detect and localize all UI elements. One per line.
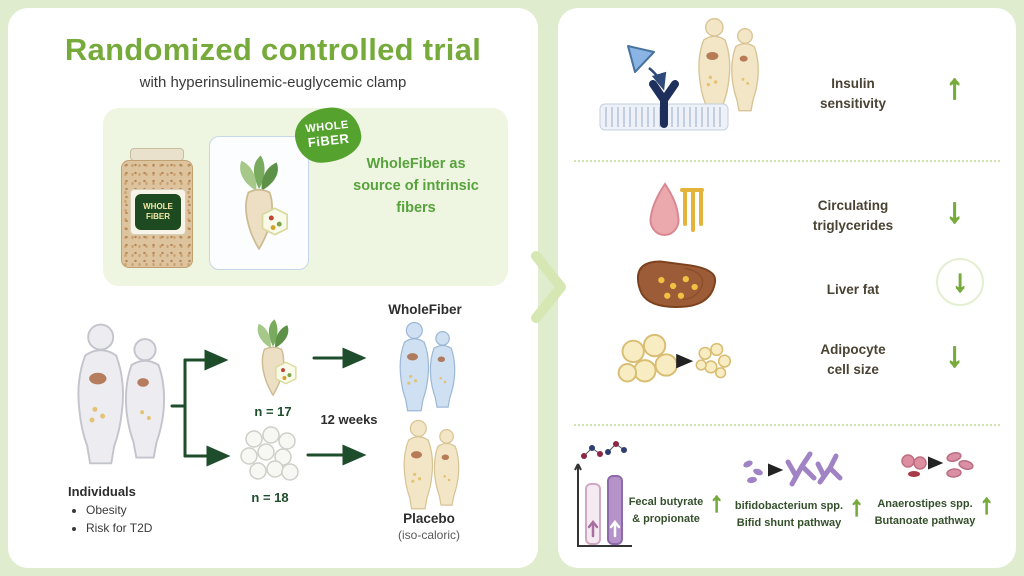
placebo-pellets-icon: [238, 426, 302, 484]
binding-arrow-icon: [648, 67, 667, 91]
wholefiber-group-figures-icon: [376, 320, 476, 412]
jar-body: WHOLE FiBER: [121, 160, 193, 268]
microbiome-label-bifidobacterium: bifidobacterium spp. Bifid shunt pathway: [734, 500, 844, 529]
outcome-label-adipocyte: Adipocyte cell size: [820, 342, 886, 378]
jar-label: WHOLE FiBER: [130, 189, 186, 235]
placebo-group-sublabel: (iso-caloric): [397, 528, 460, 542]
down-arrow-icon: ↓: [945, 336, 964, 374]
scfa-bar-chart-icon: [570, 434, 636, 552]
jar-brand-line1: WHOLE: [143, 202, 173, 211]
up-arrow-icon: ↑: [849, 491, 864, 521]
placebo-group-figures-icon: [380, 418, 480, 510]
insulin-receptor-illustration: [594, 16, 769, 156]
chicory-root-card: [209, 136, 309, 270]
down-arrow-icon: ↓: [952, 265, 969, 298]
up-arrow-icon: ↑: [945, 68, 964, 106]
chevron-right-icon: [531, 251, 566, 323]
page-title: Randomized controlled trial: [64, 32, 482, 67]
arm2-n-label: n = 18: [251, 490, 289, 505]
individuals-figures-icon: [66, 306, 172, 480]
product-box: WHOLE FiBER WHOLE FiBER WholeFiber as so…: [103, 104, 508, 286]
circled-down-arrow: ↓: [936, 258, 984, 306]
section-divider: [574, 424, 1000, 426]
section-divider: [574, 160, 1000, 162]
anaerostipes-icon: [898, 448, 978, 482]
triglycerides-icon: [646, 178, 706, 250]
wholefiber-group-label: WholeFiber: [388, 302, 462, 317]
liver-icon: [634, 254, 722, 316]
arm1-n-label: n = 17: [254, 404, 292, 419]
individuals-bullet: Risk for T2D: [86, 519, 208, 537]
insulin-figures-icon: [698, 17, 759, 116]
page-subtitle: with hyperinsulinemic-euglycemic clamp: [139, 74, 407, 91]
outcome-label-liver-fat: Liver fat: [826, 282, 880, 297]
microbiome-label-anaerostipes: Anaerostipes spp. Butanoate pathway: [874, 498, 976, 527]
down-arrow-icon: ↓: [945, 192, 964, 230]
jar-brand-line2: FiBER: [146, 212, 170, 221]
outcome-label-insulin-sensitivity: Insulin sensitivity: [819, 76, 887, 112]
trial-design-panel: Randomized controlled trial with hyperin…: [8, 8, 538, 568]
wholefiber-jar-icon: WHOLE FiBER: [121, 148, 193, 272]
microbiome-label-scfa: Fecal butyrate & propionate: [628, 496, 704, 525]
placebo-group-label: Placebo: [403, 511, 455, 526]
outcomes-panel: Insulin sensitivity ↑ Circulating trigly…: [558, 8, 1016, 568]
insulin-molecule-icon: [627, 45, 655, 73]
adipocyte-icon: [614, 330, 734, 398]
outcome-label-triglycerides: Circulating triglycerides: [812, 198, 894, 234]
individuals-title: Individuals: [68, 484, 136, 499]
bifidobacterium-icon: [740, 446, 844, 492]
product-caption: WholeFiber as source of intrinsic fibers: [353, 156, 479, 216]
individuals-bullet: Obesity: [86, 501, 208, 519]
chicory-root-icon: [236, 318, 310, 398]
individuals-label-block: Individuals Obesity Risk for T2D: [68, 484, 208, 537]
duration-label: 12 weeks: [320, 412, 378, 427]
logo-brand-line2: FiBER: [307, 130, 350, 151]
up-arrow-icon: ↑: [709, 487, 724, 517]
individuals-bullet-list: Obesity Risk for T2D: [68, 501, 208, 537]
chicory-root-icon: [215, 144, 303, 262]
up-arrow-icon: ↑: [979, 489, 994, 519]
